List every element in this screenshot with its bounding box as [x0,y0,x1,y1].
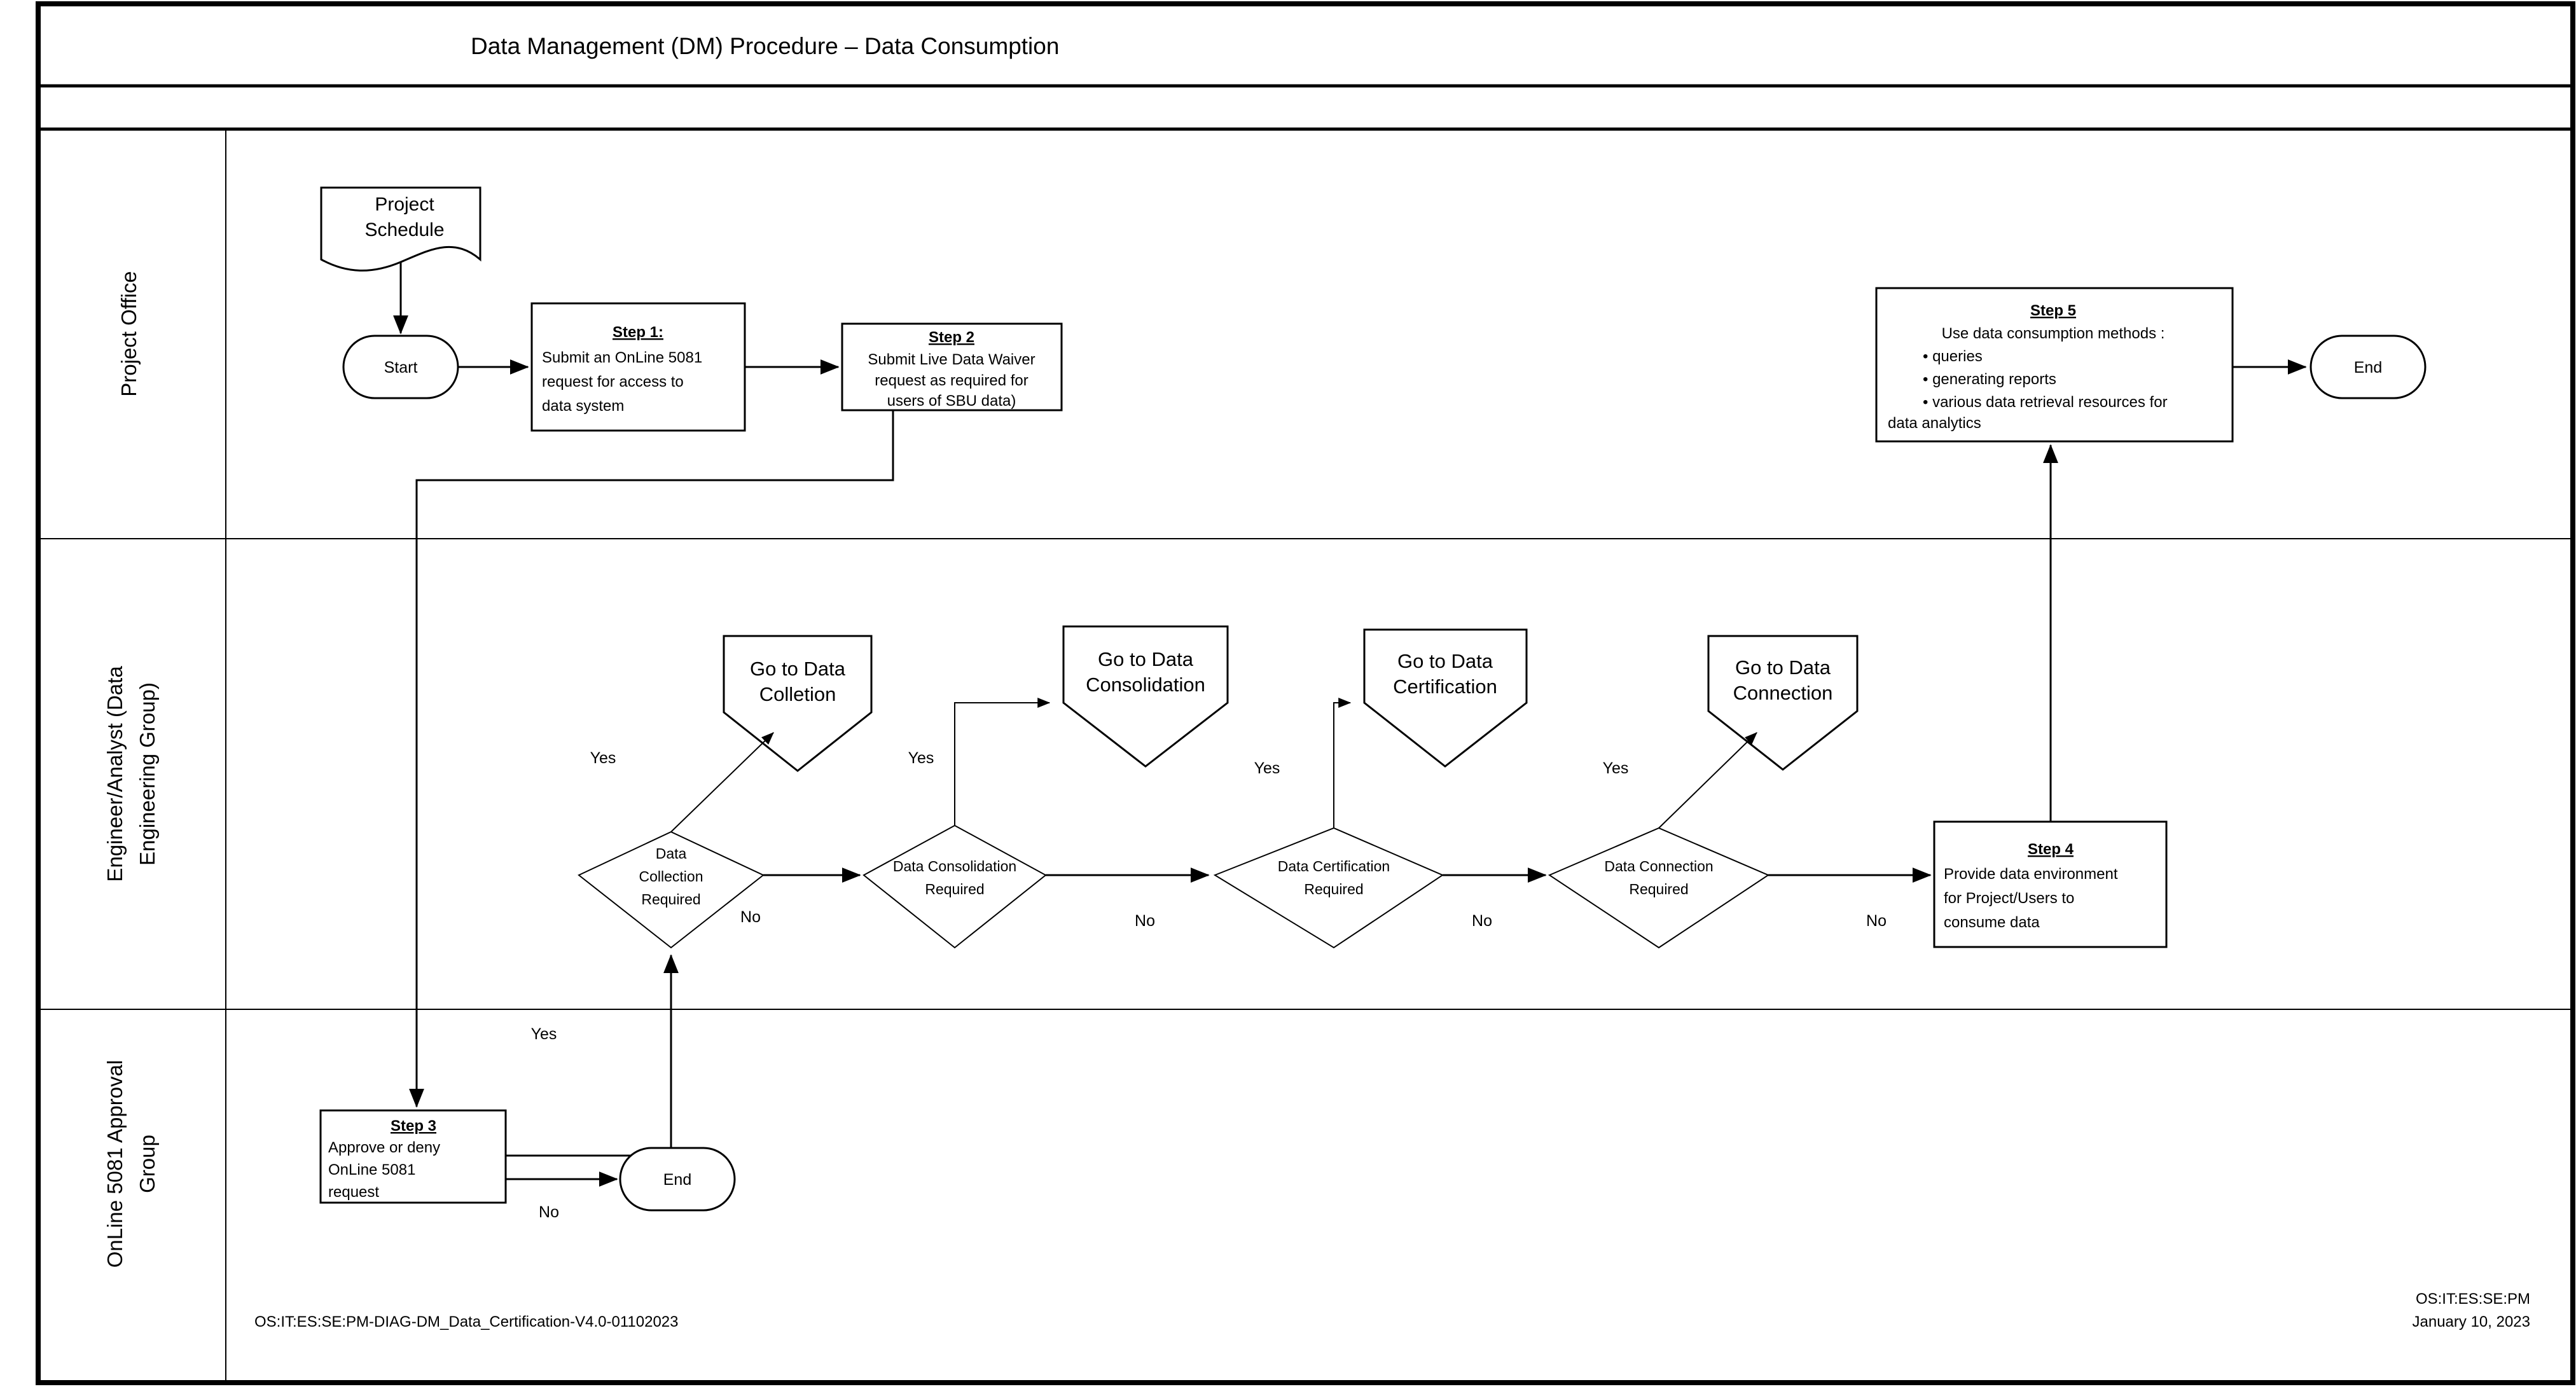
edge-consolidation-yes [954,698,1051,826]
node-project-schedule[interactable]: Project Schedule [320,186,481,272]
goto-connection-line2: Connection [1733,682,1833,704]
edge-certification-yes [1333,698,1352,828]
edge-collection-yes [670,732,774,833]
node-step4[interactable]: Step 4 Provide data environment for Proj… [1933,820,2168,948]
step2-line2: request as required for [875,372,1028,389]
step5-line4: • various data retrieval resources for [1923,394,2168,411]
dec-connection-line1: Data Connection [1604,858,1713,874]
footer-left: OS:IT:ES:SE:PM-DIAG-DM_Data_Certificatio… [254,1313,679,1330]
dec-certification-line1: Data Certification [1278,858,1390,874]
project-schedule-line1: Project [375,194,434,215]
dec-collection-line1: Data [656,845,687,862]
label-collection-no: No [740,908,761,926]
edge-step2-to-step3 [409,410,894,1108]
end-bottom-label: End [663,1171,691,1189]
step3-header: Step 3 [391,1117,436,1135]
label-consolidation-no: No [1135,912,1155,930]
project-schedule-line2: Schedule [364,219,444,240]
node-step3[interactable]: Step 3 Approve or deny OnLine 5081 reque… [319,1109,507,1204]
step2-line3: users of SBU data) [887,392,1016,410]
swimlane-frame [36,1,2575,1385]
step4-line1: Provide data environment [1944,866,2118,883]
lane-label-text-line2: Engineering Group) [135,682,159,866]
node-step1[interactable]: Step 1: Submit an OnLine 5081 request fo… [530,302,746,432]
footer-right-line1: OS:IT:ES:SE:PM [2416,1290,2530,1308]
node-goto-data-certification[interactable]: Go to Data Certification [1363,628,1528,768]
footer-right-line2: January 10, 2023 [2413,1313,2530,1330]
page-title: Data Management (DM) Procedure – Data Co… [471,33,1059,59]
label-certification-no: No [1472,912,1492,930]
lane-label-online-5081-approval: OnLine 5081 Approval Group [103,1060,159,1268]
node-goto-data-collection[interactable]: Go to Data Colletion [723,635,873,772]
dec-consolidation-line2: Required [925,881,984,897]
step5-line2: • queries [1923,348,1983,365]
node-step5[interactable]: Step 5 Use data consumption methods : • … [1875,287,2234,443]
step1-line1: Submit an OnLine 5081 [542,349,702,366]
label-certification-yes: Yes [1254,759,1280,777]
goto-collection-line1: Go to Data [750,658,846,680]
goto-consolidation-line2: Consolidation [1086,674,1205,696]
label-step3-no: No [539,1203,559,1221]
dec-collection-line2: Collection [639,868,703,885]
step2-header: Step 2 [929,329,974,346]
dec-certification-line2: Required [1304,881,1363,897]
node-decision-data-consolidation[interactable]: Data Consolidation Required [862,824,1047,949]
step2-line1: Submit Live Data Waiver [868,351,1035,368]
goto-certification-line2: Certification [1393,675,1497,698]
dec-consolidation-line1: Data Consolidation [893,858,1016,874]
label-step3-yes: Yes [531,1025,557,1043]
label-connection-no: No [1866,912,1887,930]
goto-collection-line2: Colletion [759,683,836,705]
node-end-bottom[interactable]: End [619,1147,736,1212]
start-label: Start [384,359,418,377]
step3-line3: request [328,1184,379,1201]
edge-connection-yes [1658,732,1757,829]
step1-header: Step 1: [613,324,663,341]
step4-line2: for Project/Users to [1944,890,2074,907]
lane-label-text-line1: Engineer/Analyst (Data [103,666,127,882]
node-end-top[interactable]: End [2309,335,2427,399]
step3-line1: Approve or deny [328,1139,440,1156]
node-step2[interactable]: Step 2 Submit Live Data Waiver request a… [841,322,1063,411]
step4-header: Step 4 [2028,841,2074,858]
node-goto-data-consolidation[interactable]: Go to Data Consolidation [1062,625,1229,768]
node-decision-data-connection[interactable]: Data Connection Required [1548,827,1770,949]
lane-label-project-office: Project Office [117,271,141,396]
step5-line3: • generating reports [1923,371,2056,388]
lane-label-text-line1: OnLine 5081 Approval [103,1060,127,1268]
label-consolidation-yes: Yes [908,749,934,767]
node-decision-data-certification[interactable]: Data Certification Required [1213,827,1444,949]
step3-line2: OnLine 5081 [328,1161,415,1178]
step4-line3: consume data [1944,914,2040,931]
dec-connection-line2: Required [1629,881,1688,897]
step5-line1: Use data consumption methods : [1942,325,2165,342]
node-start[interactable]: Start [342,335,459,399]
goto-connection-line1: Go to Data [1735,656,1831,679]
label-collection-yes: Yes [590,749,616,767]
label-connection-yes: Yes [1603,759,1629,777]
goto-consolidation-line1: Go to Data [1098,648,1194,670]
goto-certification-line1: Go to Data [1397,650,1493,672]
step5-header: Step 5 [2030,302,2076,319]
end-top-label: End [2354,359,2382,377]
step1-line3: data system [542,397,624,415]
lane-label-text: Project Office [117,271,141,396]
dec-collection-line3: Required [641,891,700,908]
lane-label-engineer-analyst: Engineer/Analyst (Data Engineering Group… [103,666,159,882]
step1-line2: request for access to [542,373,684,390]
lane-label-text-line2: Group [135,1135,159,1193]
step5-line5: data analytics [1888,415,1981,432]
